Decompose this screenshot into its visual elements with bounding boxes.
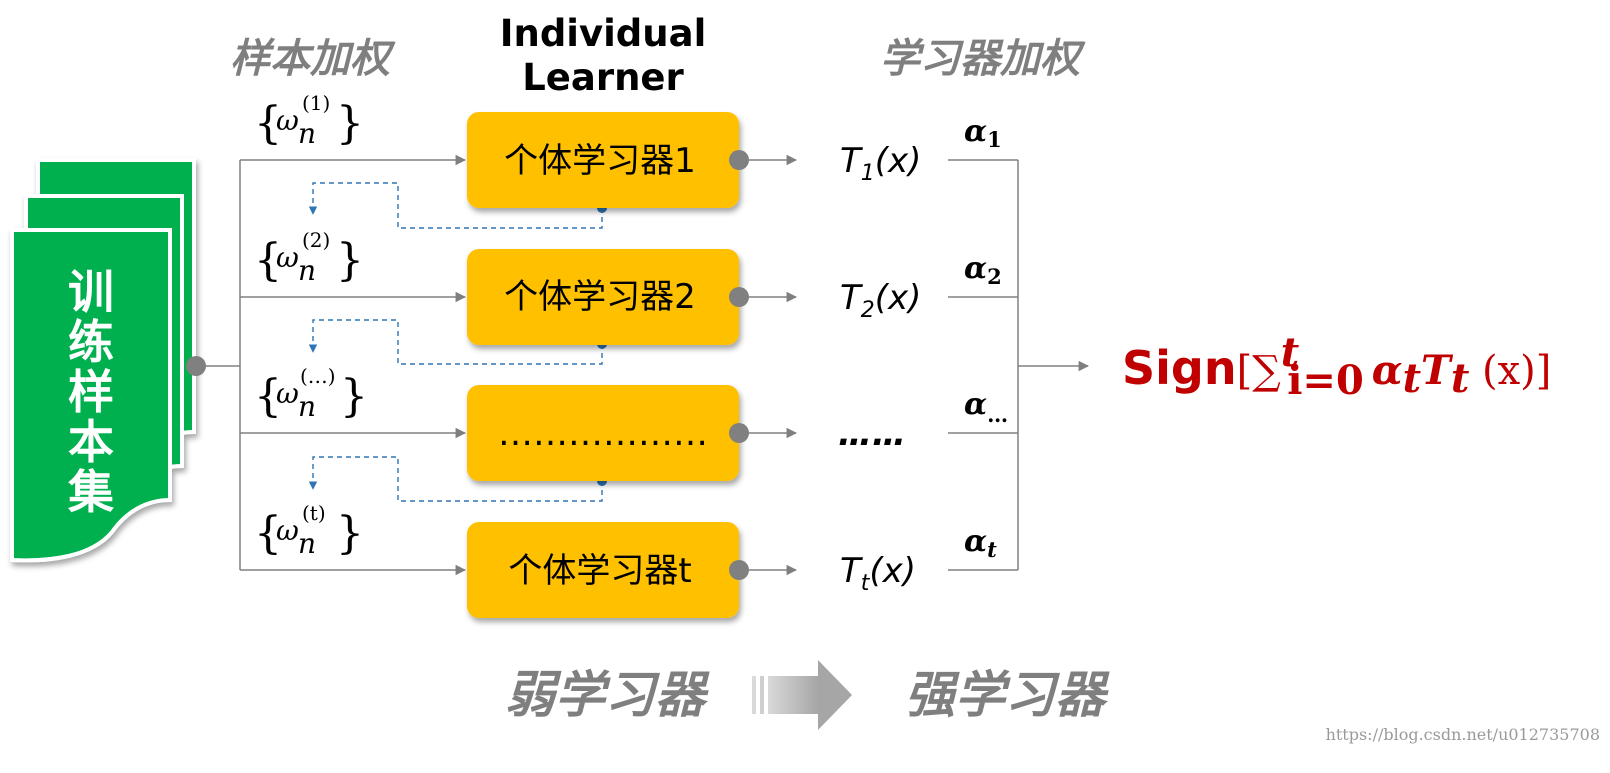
formula-sum-lower: i=0: [1287, 357, 1364, 404]
formula-alpha: α: [1372, 347, 1403, 394]
svg-text:}: }: [336, 98, 364, 149]
sample-weight-4: { ω n (t) }: [254, 501, 364, 560]
training-label-char-3: 样: [68, 365, 114, 419]
weak-to-strong-arrow: [752, 660, 852, 730]
svg-text:(…): (…): [300, 364, 336, 388]
training-label-char-5: 集: [67, 465, 114, 519]
svg-text:ω: ω: [276, 241, 299, 274]
svg-text:n: n: [298, 117, 316, 150]
svg-text:ω: ω: [276, 377, 299, 410]
alpha-label-2: α2: [964, 251, 1002, 289]
svg-text:ω: ω: [276, 514, 299, 547]
svg-text:{: {: [254, 98, 282, 149]
sample-weighting-heading: 样本加权: [230, 36, 396, 82]
output-label-ellipsis: ……: [838, 414, 906, 454]
training-label-char-2: 练: [68, 315, 114, 369]
output-connector-4: [729, 560, 798, 580]
svg-text:ω: ω: [276, 104, 299, 137]
combination-lines: [948, 159, 1090, 571]
svg-text:n: n: [298, 390, 316, 423]
learner-label-1: 个体学习器1: [504, 141, 696, 181]
output-connector-1: [729, 150, 798, 170]
training-doc-front: [10, 228, 172, 563]
weak-learner-label: 弱学习器: [505, 666, 710, 724]
learner-label-t: 个体学习器t: [508, 551, 691, 591]
alpha-label-1: α1: [964, 114, 1002, 152]
training-set-stack: [10, 158, 196, 563]
output-label-1: T1(x): [840, 141, 921, 186]
alpha-label-t: αt: [964, 524, 997, 562]
svg-text:(1): (1): [302, 91, 330, 115]
formula-T-sub: t: [1451, 355, 1470, 402]
svg-text:{: {: [254, 235, 282, 286]
alpha-label-ellipsis: α…: [964, 387, 1008, 427]
formula-sign: Sign: [1122, 341, 1237, 395]
learner-box-2: 个体学习器2: [467, 249, 739, 345]
output-label-2: T2(x): [840, 278, 921, 323]
training-label-char-1: 训: [68, 265, 114, 319]
output-connector-2: [729, 287, 798, 307]
svg-text:}: }: [340, 371, 368, 422]
output-connector-3: [729, 423, 798, 443]
formula-alpha-sub: t: [1403, 355, 1422, 402]
learner-weighting-heading: 学习器加权: [880, 36, 1086, 82]
learner-label-ellipsis: ………………: [498, 414, 708, 454]
svg-text:}: }: [336, 508, 364, 559]
sample-weight-1: { ω n (1) }: [254, 91, 364, 150]
learner-box-t: 个体学习器t: [467, 522, 739, 618]
formula-open-bracket: [: [1237, 348, 1253, 394]
formula-close-bracket: ]: [1536, 348, 1552, 394]
learner-box-ellipsis: ………………: [467, 385, 739, 481]
sample-weight-3: { ω n (…) }: [254, 364, 368, 423]
learner-box-1: 个体学习器1: [467, 112, 739, 208]
svg-text:n: n: [298, 527, 316, 560]
output-label-t: Tt(x): [840, 551, 916, 596]
individual-learner-heading-line1: Individual: [500, 12, 707, 55]
svg-text:{: {: [254, 508, 282, 559]
svg-text:n: n: [298, 254, 316, 287]
formula-sum: ∑: [1252, 348, 1281, 394]
individual-learner-heading-line2: Learner: [522, 56, 684, 99]
svg-text:(2): (2): [302, 228, 330, 252]
svg-text:{: {: [254, 371, 282, 422]
sample-weight-2: { ω n (2) }: [254, 228, 364, 287]
svg-text:}: }: [336, 235, 364, 286]
formula-sum-upper: t: [1281, 329, 1300, 376]
svg-text:(t): (t): [302, 501, 326, 525]
formula-T: T: [1421, 347, 1454, 394]
formula-arg: (x): [1469, 348, 1535, 394]
watermark-url: https://blog.csdn.net/u012735708: [1326, 725, 1600, 744]
training-label-char-4: 本: [68, 415, 114, 469]
strong-learner-label: 强学习器: [905, 666, 1110, 724]
learner-label-2: 个体学习器2: [504, 277, 696, 317]
